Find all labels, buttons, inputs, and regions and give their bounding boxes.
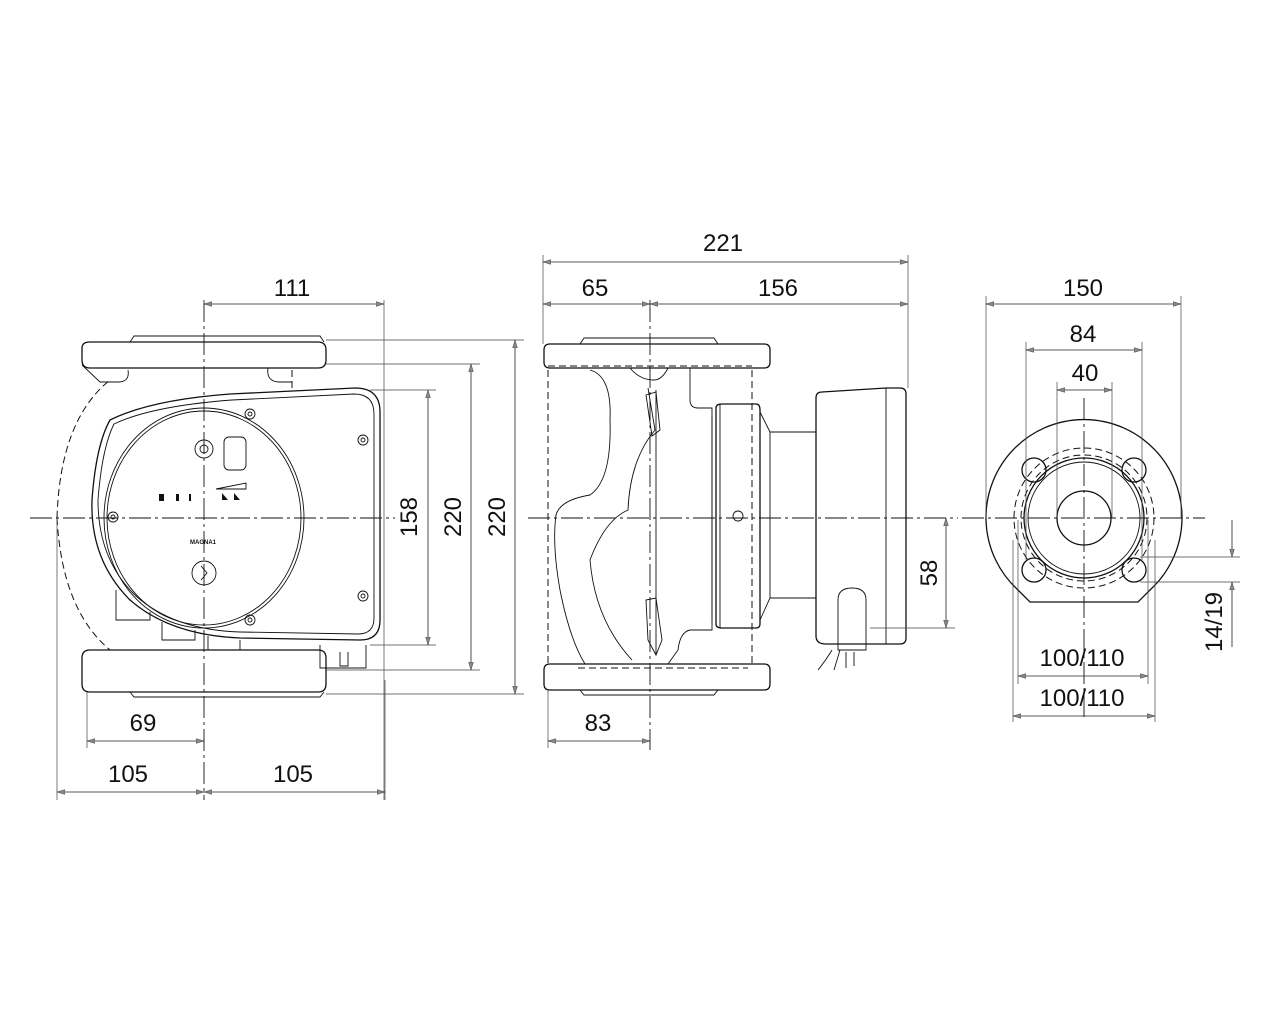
top-flange: [81, 341, 327, 369]
dim-14-19: 14/19: [1201, 592, 1228, 652]
dim-65: 65: [582, 275, 609, 302]
dim-220-inner: 220: [440, 497, 467, 537]
dim-220-flange: 220: [484, 497, 511, 537]
bolt-holes: [1021, 457, 1147, 583]
front-view: MAGNA1 111 158 220 220 69 105 105: [30, 275, 524, 800]
dim-105-left: 105: [108, 761, 148, 788]
control-box: [91, 387, 381, 641]
side-top-flange: [543, 343, 771, 369]
flange-outline: [985, 418, 1183, 603]
dim-58: 58: [916, 560, 943, 587]
bottom-flange: [81, 649, 327, 693]
dim-221: 221: [703, 230, 743, 257]
dim-158: 158: [396, 497, 423, 537]
dim-100-110-a: 100/110: [1040, 645, 1125, 672]
dim-111: 111: [274, 275, 310, 302]
screws: [107, 408, 369, 626]
dim-150: 150: [1063, 275, 1103, 302]
side-view: 221 65 156 83 58: [528, 230, 958, 750]
control-button-icon: [191, 560, 217, 586]
mode-indicator-icons: [159, 482, 247, 501]
brand-mark: MAGNA1: [190, 540, 217, 546]
flange-view: 150 84 40 100/110 100/110 14/19: [962, 275, 1240, 722]
display-window: [223, 436, 247, 471]
indicator-light-icon: [194, 439, 214, 459]
motor-stator: [715, 403, 761, 629]
dim-105-right: 105: [273, 761, 313, 788]
dim-40: 40: [1072, 360, 1099, 387]
dim-83: 83: [585, 710, 612, 737]
dim-100-110-b: 100/110: [1040, 685, 1125, 712]
side-control-box: [815, 387, 907, 645]
side-bottom-flange: [543, 663, 771, 691]
dim-69: 69: [130, 710, 157, 737]
dim-84: 84: [1070, 321, 1097, 348]
dim-156: 156: [758, 275, 798, 302]
